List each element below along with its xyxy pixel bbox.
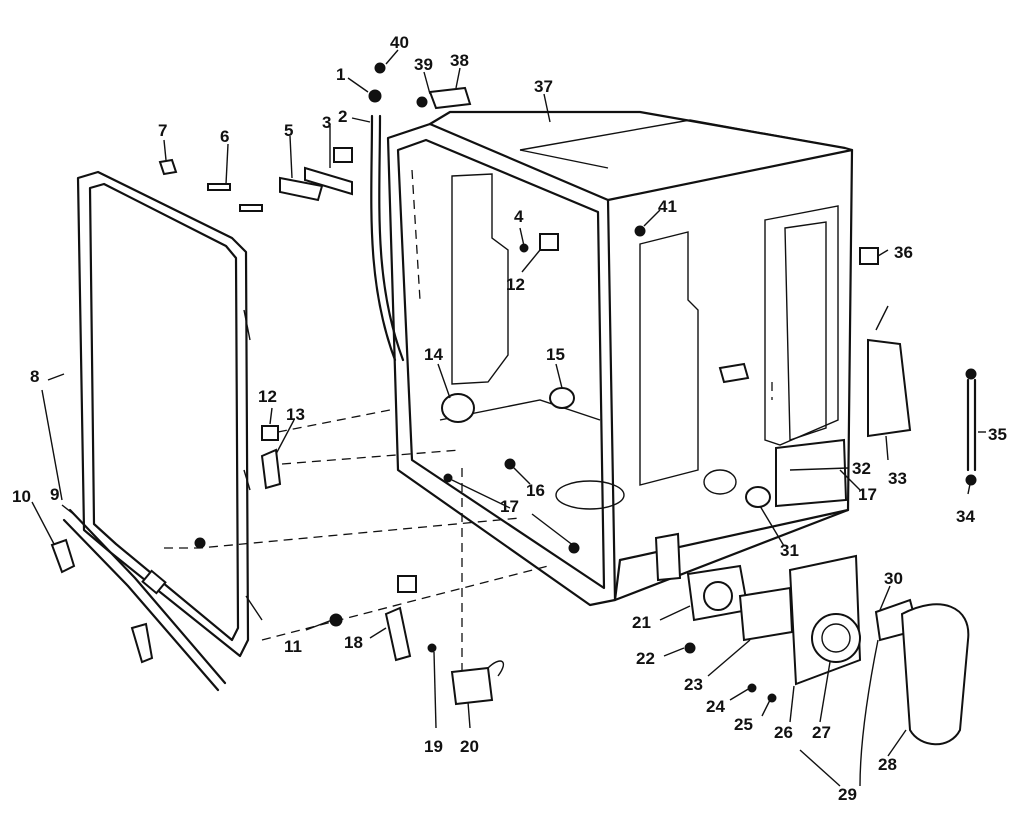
blower-assembly	[684, 554, 970, 746]
hinge-clip-10	[50, 538, 76, 574]
top-brackets	[158, 62, 559, 253]
label-39: 39	[414, 55, 433, 74]
label-17-left: 17	[500, 497, 519, 516]
label-33: 33	[888, 469, 907, 488]
label-16: 16	[526, 481, 545, 500]
door-bottom-rod	[62, 508, 227, 692]
label-19: 19	[424, 737, 443, 756]
label-18: 18	[344, 633, 363, 652]
label-31: 31	[780, 541, 799, 560]
leader-lines	[31, 49, 986, 787]
label-27: 27	[812, 723, 831, 742]
assembly-guide-lines	[164, 169, 773, 670]
label-26: 26	[774, 723, 793, 742]
label-15: 15	[546, 345, 565, 364]
label-29: 29	[838, 785, 857, 804]
label-6: 6	[220, 127, 229, 146]
label-28: 28	[878, 755, 897, 774]
label-9: 9	[50, 485, 59, 504]
label-36: 36	[894, 243, 913, 262]
label-32: 32	[852, 459, 871, 478]
label-41: 41	[658, 197, 677, 216]
label-30: 30	[884, 569, 903, 588]
label-23: 23	[684, 675, 703, 694]
fill-hose	[370, 114, 405, 362]
label-25: 25	[734, 715, 753, 734]
label-5: 5	[284, 121, 293, 140]
label-20: 20	[460, 737, 479, 756]
screw-door	[194, 537, 206, 549]
label-21: 21	[632, 613, 651, 632]
label-4: 4	[514, 207, 524, 226]
part-labels: 1 2 3 4 5 6 7 8 9 10 11 12 12 13 14 15 1…	[12, 33, 1007, 804]
lower-parts	[329, 532, 682, 706]
label-12-door: 12	[258, 387, 277, 406]
label-17-right: 17	[858, 485, 877, 504]
interior-parts	[260, 362, 750, 554]
label-2: 2	[338, 107, 347, 126]
label-10: 10	[12, 487, 31, 506]
label-12-top: 12	[506, 275, 525, 294]
label-7: 7	[158, 121, 167, 140]
label-38: 38	[450, 51, 469, 70]
label-40: 40	[390, 33, 409, 52]
label-34: 34	[956, 507, 975, 526]
hinge-clip-lower	[130, 622, 154, 664]
label-24: 24	[706, 697, 725, 716]
door-gasket-frame	[76, 170, 251, 658]
label-22: 22	[636, 649, 655, 668]
label-13: 13	[286, 405, 305, 424]
label-37: 37	[534, 77, 553, 96]
label-14: 14	[424, 345, 443, 364]
dishwasher-tub	[386, 110, 854, 607]
label-3: 3	[322, 113, 331, 132]
label-35: 35	[988, 425, 1007, 444]
side-parts	[745, 247, 977, 508]
label-1: 1	[336, 65, 345, 84]
label-8: 8	[30, 367, 39, 386]
label-11: 11	[284, 637, 302, 656]
